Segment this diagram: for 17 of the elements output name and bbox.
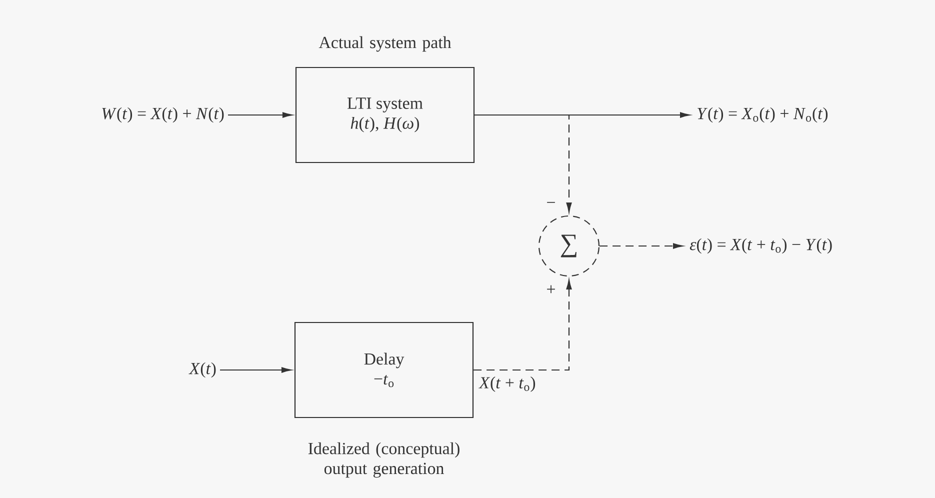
process-box: LTI system h(t), H(ω) [295, 66, 475, 164]
signal-label: ε(t) = X(t + t$_{o}$) − Y(t) [690, 238, 832, 254]
summing-junction: ∑ [538, 215, 600, 277]
arrow [474, 280, 572, 371]
signal-label: Y(t) = X$_{o}$(t) + N$_{o}$(t) [698, 107, 828, 123]
arrow [600, 243, 683, 249]
sign-label: + [547, 285, 555, 294]
signal-label: X(t) [188, 362, 216, 378]
arrow [220, 367, 292, 373]
caption-text: Actual system path [318, 36, 452, 52]
signal-label: W(t) = X(t) + N(t) [102, 107, 224, 123]
process-box: Delay −t$_{o}$ [294, 322, 474, 418]
sign-label: − [547, 202, 555, 203]
arrow [474, 114, 572, 212]
arrow [228, 112, 292, 118]
edge-label: X(t + t$_{o}$) [478, 376, 536, 392]
caption-text: Idealized (conceptual) output generation [308, 442, 460, 478]
